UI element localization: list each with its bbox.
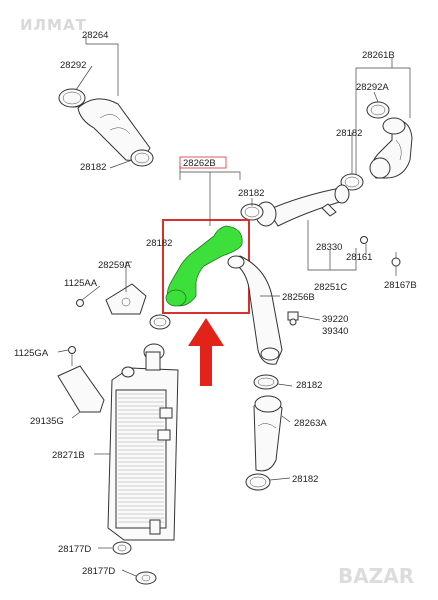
label-28262B-frame [179,156,227,169]
clamp-28182-mid [149,314,171,330]
label-29135G: 29135G [30,416,64,427]
label-28292A: 28292A [356,82,389,93]
label-28262B: 28262B [183,158,216,169]
bracket-29135G [57,365,105,413]
label-28259A: 28259A [98,260,131,271]
clamp-28292-left [58,88,86,108]
watermark-bottom: BAZAR [338,564,414,588]
label-1125AA: 1125AA [64,278,98,289]
sensor-39220 [287,311,299,326]
label-39340: 39340 [322,326,348,337]
label-28292-left: 28292 [60,60,86,71]
label-39220: 39220 [322,314,348,325]
label-28182-a: 28182 [80,162,106,173]
label-28182-c: 28182 [146,238,172,249]
label-1125GA: 1125GA [14,348,49,359]
label-28167B: 28167B [384,280,417,291]
mount-28177D-upper [112,541,132,555]
clamp-28182-center [240,203,264,221]
label-28177D-a: 28177D [58,544,91,555]
label-28161: 28161 [346,252,372,263]
hose-28261B [369,117,413,179]
mount-28177D-lower [135,571,157,585]
bolt-1125AA [76,299,84,307]
hose-28256B [227,255,283,365]
label-28251C: 28251C [314,282,347,293]
label-28261B: 28261B [362,50,395,61]
label-28263A: 28263A [294,418,327,429]
bolt-28167B [391,252,401,267]
pipe-28251C [255,184,350,227]
hose-28262B-highlighted [165,225,243,307]
label-28264: 28264 [82,30,108,41]
label-28271B: 28271B [52,450,85,461]
hose-28263A [253,395,283,472]
clamp-28292A [366,101,390,119]
label-28256B: 28256B [282,292,315,303]
label-28182-b: 28182 [238,188,264,199]
bolt-1125GA [68,346,76,366]
watermark-top: ИЛМАТ [20,16,87,34]
label-28182-e: 28182 [296,380,322,391]
bolt-28161 [360,236,368,244]
clamp-28182-lower-upper [253,374,279,390]
label-28182-d: 28182 [336,128,362,139]
leader-lines [57,36,411,577]
intercooler-28271B [107,343,179,541]
label-28177D-b: 28177D [82,566,115,577]
clamp-28182-lower [245,473,271,491]
clamp-28182-top-left [130,149,154,167]
bracket-28259A [105,283,147,315]
up-arrow-icon [188,318,224,386]
label-28330: 28330 [316,242,342,253]
label-28182-f: 28182 [292,474,318,485]
